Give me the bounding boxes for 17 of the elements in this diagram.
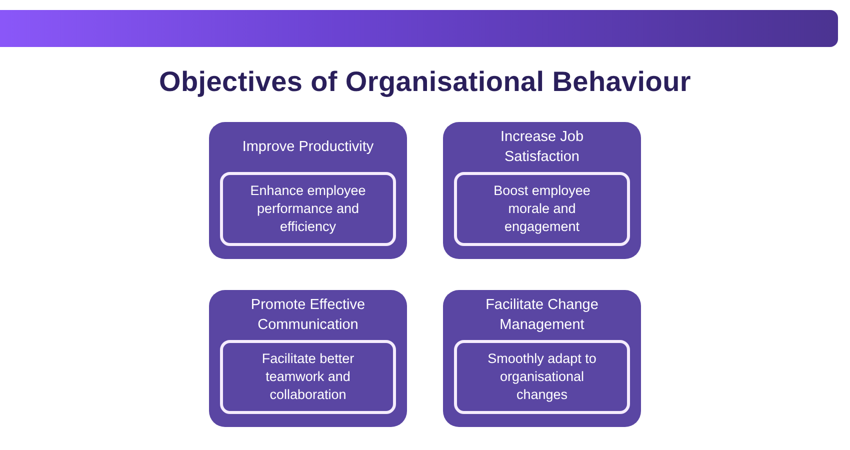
description-box (454, 340, 630, 414)
description-text: Enhance employee performance and efficiency (249, 182, 367, 236)
description-box (220, 340, 396, 414)
objective-card (443, 122, 641, 259)
description-text: Facilitate better teamwork and collaboration (260, 350, 356, 404)
description-box (454, 172, 630, 246)
description-box (220, 172, 396, 246)
description-text: Smoothly adapt to organisational changes (486, 350, 598, 404)
diagram-title: Objectives of Organisational Behaviour (159, 66, 691, 98)
objective-card (443, 290, 641, 427)
objective-card (209, 290, 407, 427)
card-heading: Promote Effective Communication (250, 296, 366, 335)
card-heading: Increase Job Satisfaction (499, 128, 585, 167)
card-heading: Improve Productivity (242, 138, 374, 157)
description-text: Boost employee morale and engagement (492, 182, 592, 236)
objective-card (209, 122, 407, 259)
card-heading: Facilitate Change Management (484, 296, 600, 335)
